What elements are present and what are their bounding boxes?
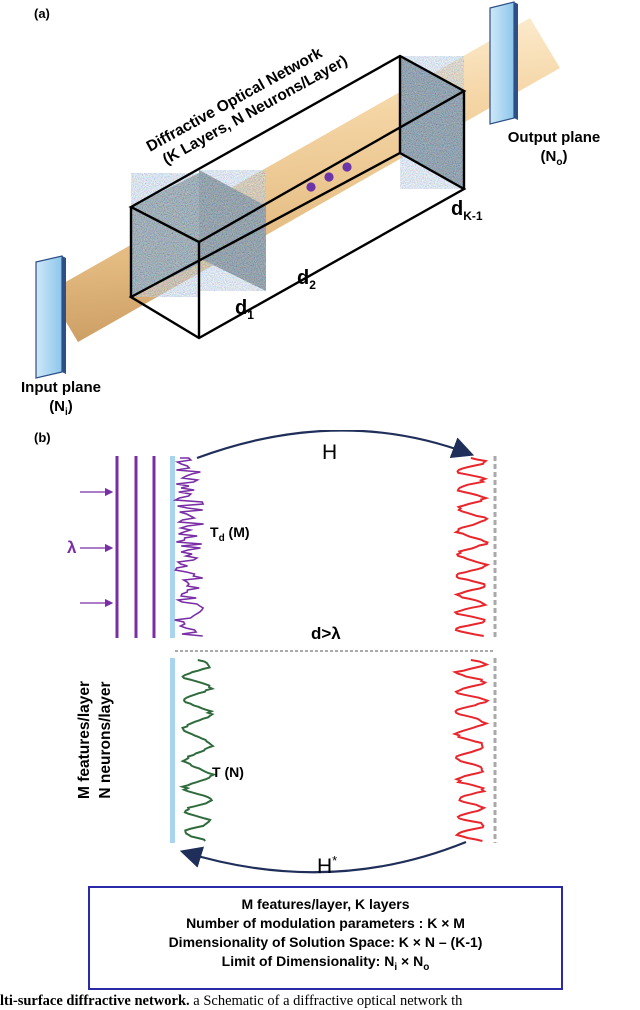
distance-d2: d2 [297,267,316,292]
network-box [128,54,467,340]
lambda-label: λ [67,538,77,557]
bottom-surface-plate [170,658,175,843]
output-plane-label: Output plane (No) [507,129,601,168]
incident-arrows [80,487,114,608]
panel-a-label: (a) [34,6,50,21]
forward-transform-arrow [196,430,475,460]
td-label: Td (M) [210,524,250,544]
summary-box: M features/layer, K layers Number of mod… [88,886,563,990]
h-star-label: H* [317,853,338,878]
adjoint-transform-arrow [179,840,467,874]
input-plane-label: Input plane (Ni) [21,379,101,418]
panel-a-diagram: Diffractive Optical Network (K Layers, N… [35,1,560,379]
purple-modulation-signal [172,457,205,637]
panel-b-diagram [80,430,497,874]
summary-line-3: Dimensionality of Solution Space: K × N … [168,934,483,950]
figure-caption: lti-surface diffractive network. a Schem… [0,993,463,1009]
top-output-signal [453,457,491,637]
h-label: H [322,441,338,464]
summary-line-2: Number of modulation parameters : K × M [186,915,465,931]
incident-wavefronts [115,456,156,638]
bottom-output-signal [451,659,490,842]
input-plane-icon [35,255,66,379]
svg-text:Diffractive Optical Network: Diffractive Optical Network [144,44,326,155]
distance-d1: d1 [235,297,254,322]
summary-line-4: Limit of Dimensionality: Ni × No [221,953,430,973]
summary-line-1: M features/layer, K layers [241,896,410,912]
output-plane-icon [489,1,518,125]
layer-ellipsis-dots [306,162,352,192]
panel-b-label: (b) [34,430,51,445]
distance-condition-label: d>λ [311,624,341,643]
distance-dk: dK-1 [451,198,483,223]
surface-parameters-label: M features/layer N neurons/layer [76,680,114,800]
tn-label: T (N) [212,764,244,780]
green-transmission-signal [178,659,217,842]
top-surface-plate [170,456,175,638]
